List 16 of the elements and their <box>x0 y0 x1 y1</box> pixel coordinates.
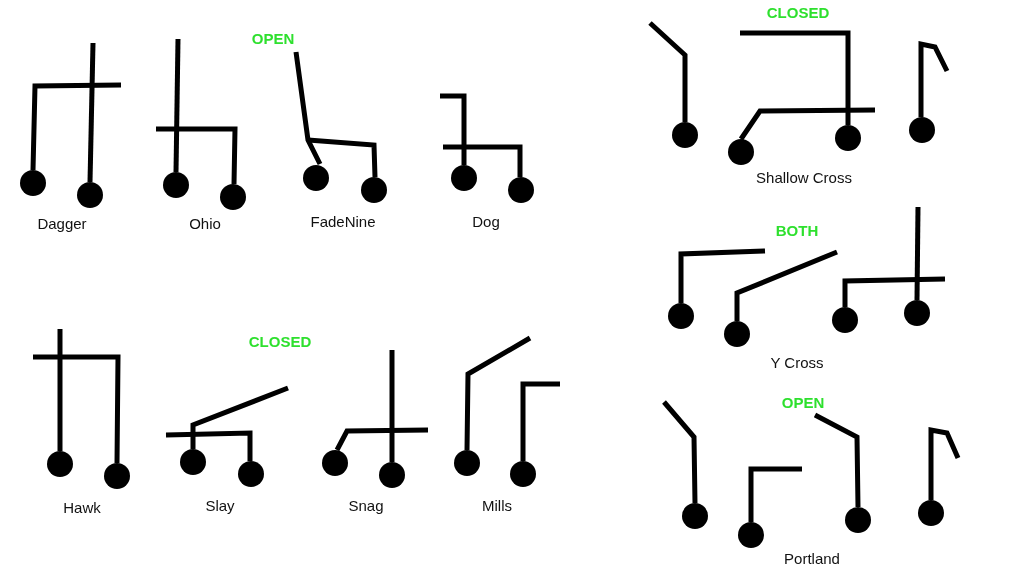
coverage-tag: CLOSED <box>766 1 830 25</box>
concept-name: Portland <box>784 548 840 569</box>
concept-name: Hawk <box>63 497 101 518</box>
concept-name: Dog <box>472 211 500 232</box>
concept-name: Snag <box>348 495 384 516</box>
coverage-tag: CLOSED <box>248 330 312 354</box>
concept-name: Shallow Cross <box>756 167 852 188</box>
coverage-tag: OPEN <box>781 391 825 415</box>
concept-name: FadeNine <box>310 211 376 232</box>
concept-name: Slay <box>205 495 235 516</box>
concept-name: Y Cross <box>770 352 824 373</box>
coverage-tag: OPEN <box>251 27 295 51</box>
concept-name: Dagger <box>37 213 87 234</box>
concept-name: Ohio <box>189 213 221 234</box>
coverage-tag: BOTH <box>775 219 819 243</box>
concept-name: Mills <box>482 495 512 516</box>
